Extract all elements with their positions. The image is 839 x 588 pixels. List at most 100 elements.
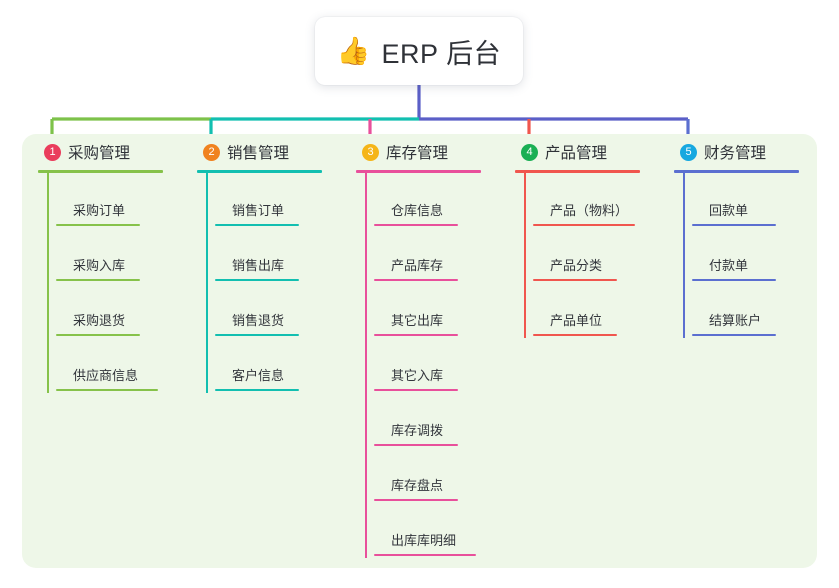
branch-item-label: 库存盘点 — [391, 478, 444, 494]
branch-item[interactable]: 付款单 — [683, 228, 817, 283]
branch-item[interactable]: 其它入库 — [365, 338, 499, 393]
branch-item-label: 结算账户 — [709, 313, 762, 329]
branch-item-underline — [56, 224, 140, 226]
branch-column-1: 1 采购管理采购订单采购入库采购退货供应商信息 — [22, 134, 181, 568]
branch-item-label: 其它入库 — [391, 368, 444, 384]
branch-item-label: 客户信息 — [232, 368, 285, 384]
branch-spine-1 — [47, 173, 49, 393]
branch-item-label: 供应商信息 — [73, 368, 139, 384]
branch-item-label: 销售退货 — [232, 313, 285, 329]
branch-badge-1: 1 — [44, 143, 61, 161]
branch-item-label: 产品库存 — [391, 258, 444, 274]
branch-item-label: 回款单 — [709, 203, 749, 219]
branch-item[interactable]: 库存调拨 — [365, 393, 499, 448]
branch-item[interactable]: 销售出库 — [206, 228, 340, 283]
branch-item[interactable]: 产品（物料） — [524, 173, 658, 228]
branch-item[interactable]: 产品单位 — [524, 283, 658, 338]
branch-item-label: 采购退货 — [73, 313, 126, 329]
root-node-title: ERP 后台 — [381, 38, 502, 69]
branch-item[interactable]: 销售订单 — [206, 173, 340, 228]
branch-title-4: 产品管理 — [545, 145, 608, 162]
branch-badge-4: 4 — [521, 143, 538, 161]
branch-item-label: 仓库信息 — [391, 203, 444, 219]
branch-underline-3 — [356, 170, 481, 173]
root-node-card[interactable]: 👍 ERP 后台 — [315, 17, 523, 85]
branch-spine-5 — [683, 173, 685, 338]
branch-item-label: 产品单位 — [550, 313, 603, 329]
branch-item-label: 产品分类 — [550, 258, 603, 274]
branch-item-label: 采购入库 — [73, 258, 126, 274]
branch-item[interactable]: 产品库存 — [365, 228, 499, 283]
branch-header-5[interactable]: 5 财务管理 — [674, 134, 817, 170]
branch-item-underline — [374, 389, 458, 391]
branch-item-label: 产品（物料） — [550, 203, 629, 219]
branch-badge-2: 2 — [203, 143, 220, 161]
branch-underline-1 — [38, 170, 163, 173]
branch-item-label: 出库库明细 — [391, 533, 457, 549]
branch-title-1: 采购管理 — [68, 145, 131, 162]
branch-item[interactable]: 库存盘点 — [365, 448, 499, 503]
branch-item-label: 销售出库 — [232, 258, 285, 274]
branch-header-4[interactable]: 4 产品管理 — [515, 134, 658, 170]
branch-item-label: 销售订单 — [232, 203, 285, 219]
branch-item-underline — [692, 334, 776, 336]
branch-item-underline — [374, 499, 458, 501]
branch-item-list-4: 产品（物料） 产品分类产品单位 — [515, 173, 658, 338]
branch-underline-5 — [674, 170, 799, 173]
branch-item-underline — [533, 279, 617, 281]
branch-column-4: 4 产品管理产品（物料） 产品分类产品单位 — [499, 134, 658, 568]
thumbs-up-icon: 👍 — [336, 35, 371, 66]
branch-item-underline — [215, 224, 299, 226]
branch-item-label: 库存调拨 — [391, 423, 444, 439]
branch-underline-2 — [197, 170, 322, 173]
branch-item-underline — [215, 334, 299, 336]
branch-item[interactable]: 产品分类 — [524, 228, 658, 283]
branch-item-list-1: 采购订单采购入库采购退货供应商信息 — [38, 173, 181, 393]
branch-item-underline — [56, 389, 158, 391]
branch-item-label: 付款单 — [709, 258, 749, 274]
branch-item-underline — [692, 279, 776, 281]
branch-item[interactable]: 采购退货 — [47, 283, 181, 338]
branch-item-underline — [533, 334, 617, 336]
branch-item-underline — [56, 279, 140, 281]
branch-item[interactable]: 供应商信息 — [47, 338, 181, 393]
branch-item[interactable]: 客户信息 — [206, 338, 340, 393]
branch-header-1[interactable]: 1 采购管理 — [38, 134, 181, 170]
branch-item[interactable]: 采购订单 — [47, 173, 181, 228]
branch-badge-5: 5 — [680, 143, 697, 161]
branch-item-underline — [215, 279, 299, 281]
branch-item-underline — [56, 334, 140, 336]
branch-item[interactable]: 其它出库 — [365, 283, 499, 338]
root-node-content: 👍 ERP 后台 — [337, 32, 501, 71]
branch-item-underline — [374, 279, 458, 281]
branch-item-label: 采购订单 — [73, 203, 126, 219]
branch-item-underline — [533, 224, 635, 226]
branch-item[interactable]: 出库库明细 — [365, 503, 499, 558]
branch-item[interactable]: 采购入库 — [47, 228, 181, 283]
branch-spine-3 — [365, 173, 367, 558]
branch-underline-4 — [515, 170, 640, 173]
branch-item[interactable]: 回款单 — [683, 173, 817, 228]
branch-item-underline — [374, 334, 458, 336]
branch-item-list-3: 仓库信息产品库存其它出库其它入库库存调拨库存盘点出库库明细 — [356, 173, 499, 558]
branch-spine-4 — [524, 173, 526, 338]
branch-item[interactable]: 仓库信息 — [365, 173, 499, 228]
branch-item-list-5: 回款单付款单结算账户 — [674, 173, 817, 338]
branch-column-5: 5 财务管理回款单付款单结算账户 — [658, 134, 817, 568]
branch-item[interactable]: 结算账户 — [683, 283, 817, 338]
branch-item[interactable]: 销售退货 — [206, 283, 340, 338]
branch-item-underline — [374, 224, 458, 226]
branch-item-underline — [215, 389, 299, 391]
branch-item-underline — [374, 444, 458, 446]
branch-title-3: 库存管理 — [386, 145, 449, 162]
branch-title-5: 财务管理 — [704, 145, 767, 162]
branch-item-list-2: 销售订单销售出库销售退货客户信息 — [197, 173, 340, 393]
branch-item-underline — [692, 224, 776, 226]
branch-spine-2 — [206, 173, 208, 393]
